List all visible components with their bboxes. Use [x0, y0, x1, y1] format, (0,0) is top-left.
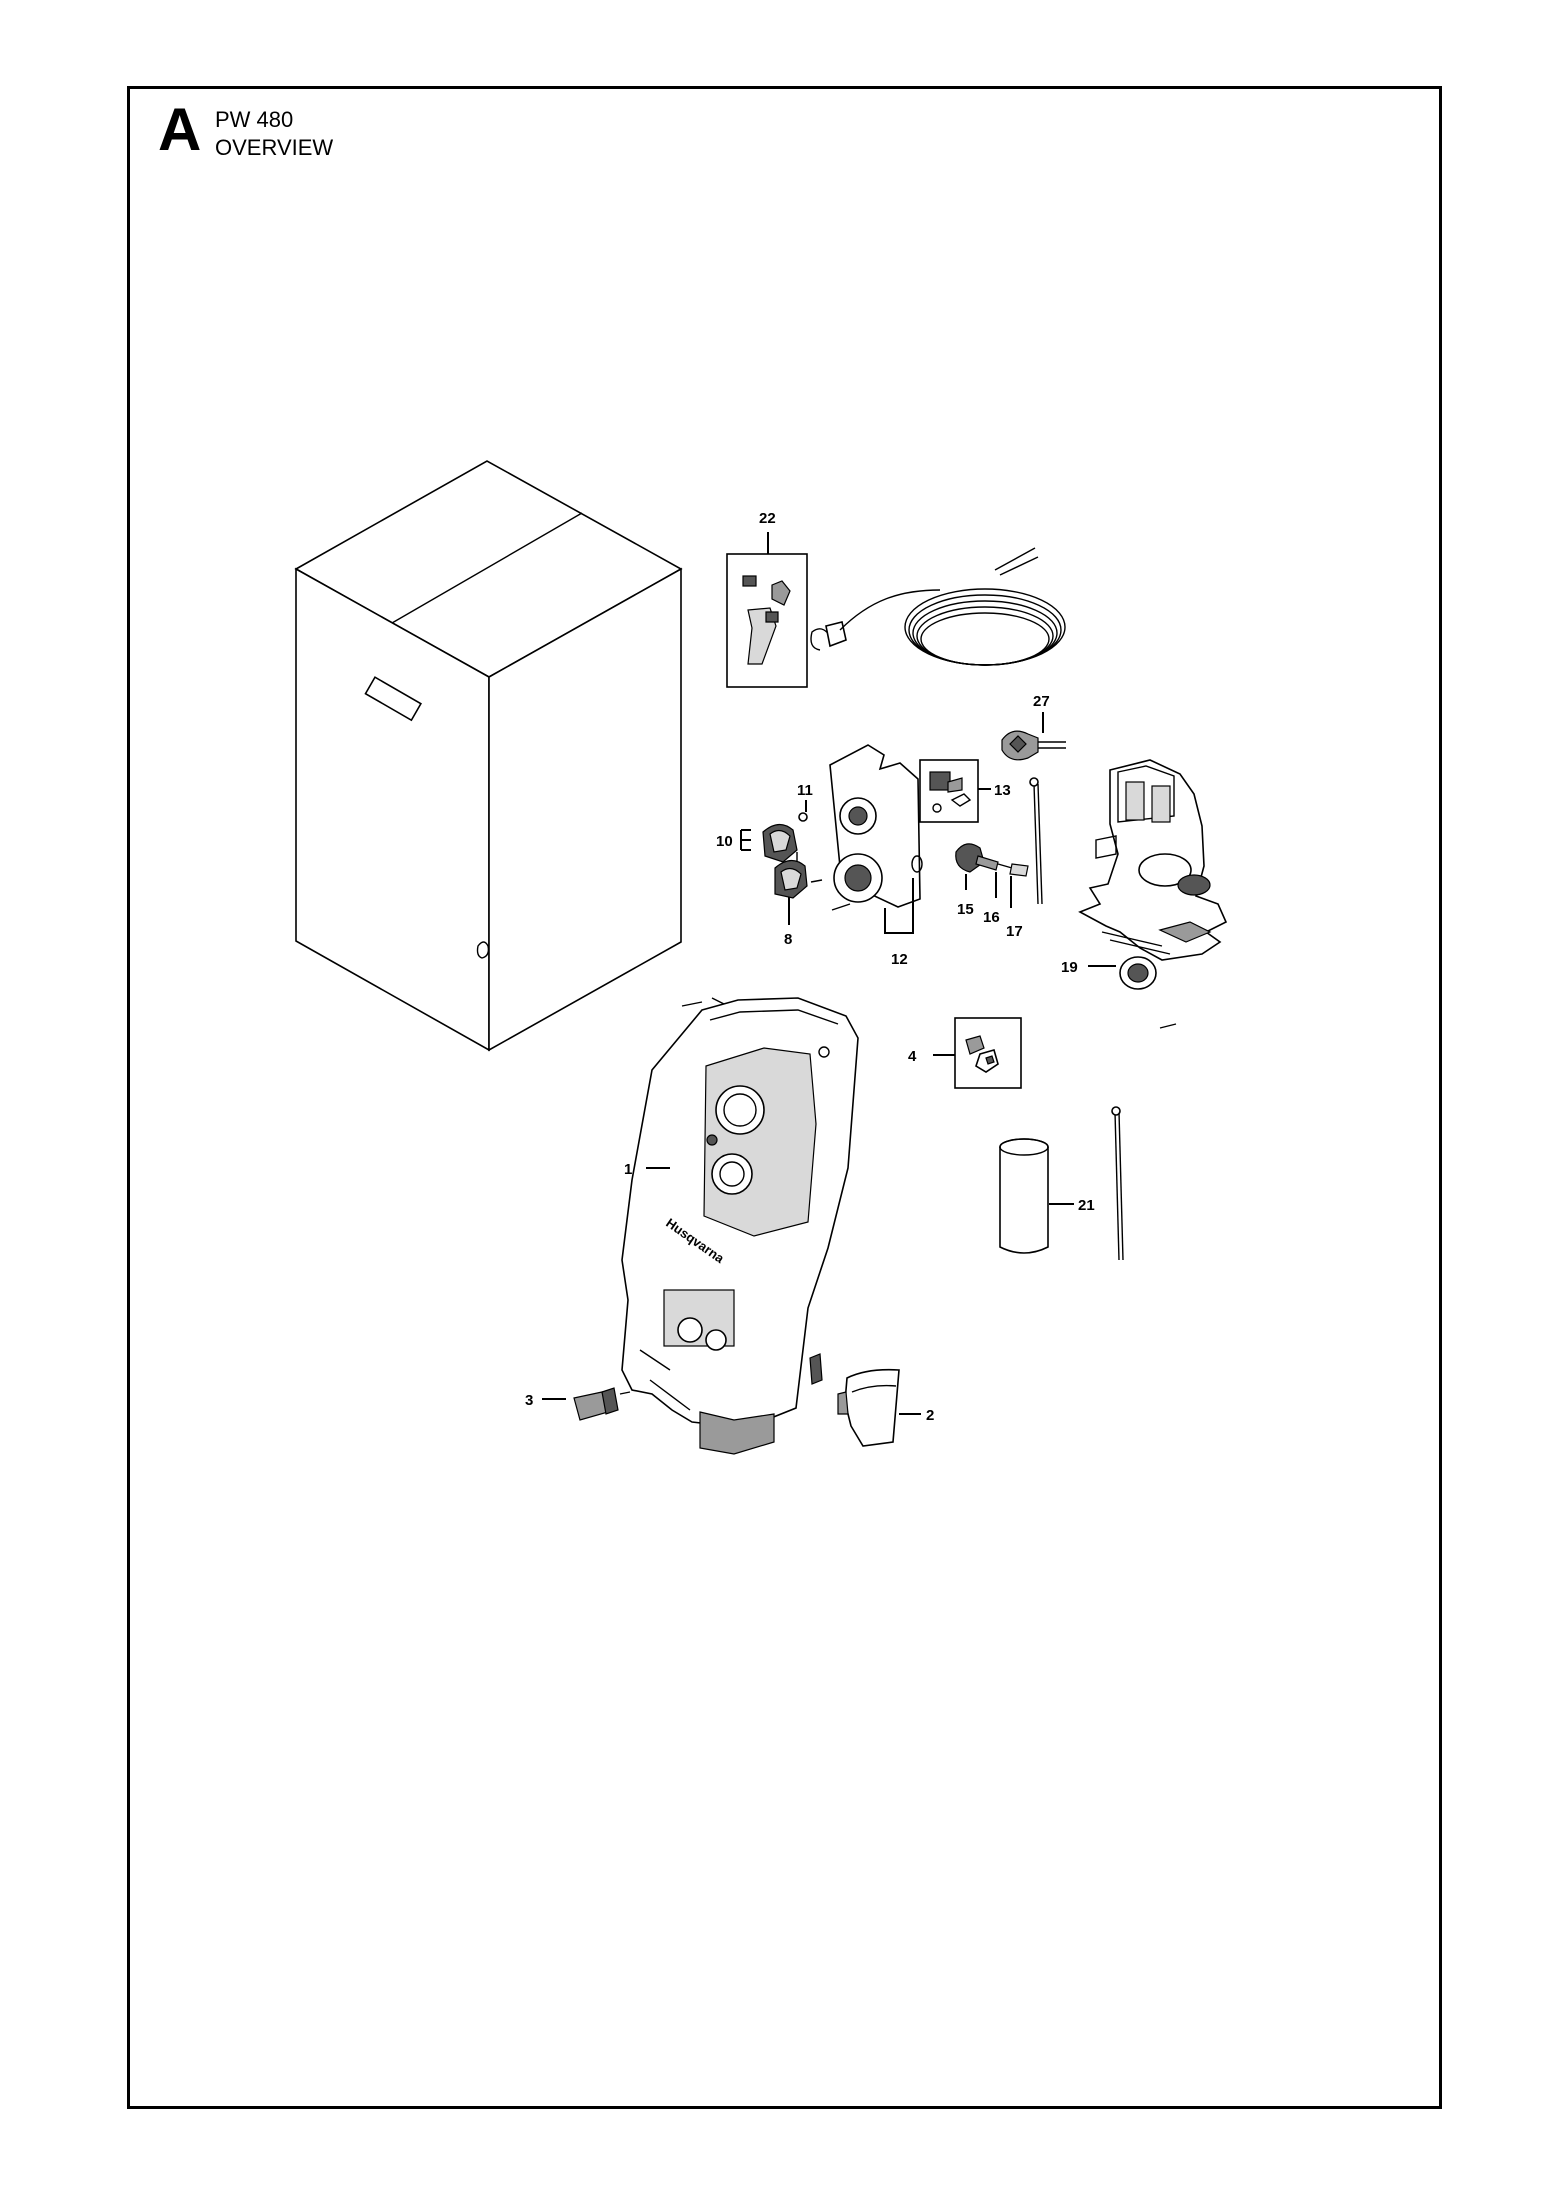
hose-connector — [573, 1387, 631, 1421]
tube-and-tie — [999, 1106, 1124, 1261]
packaging-box — [294, 460, 683, 1052]
callout-17: 17 — [1006, 923, 1023, 940]
callout-19: 19 — [1061, 959, 1078, 976]
callout-21: 21 — [1078, 1197, 1095, 1214]
callout-27: 27 — [1033, 693, 1050, 710]
cable-parts — [955, 777, 1043, 905]
page-frame — [127, 86, 1442, 2109]
control-panel-assembly — [762, 744, 923, 911]
callout-12: 12 — [891, 951, 908, 968]
section-title: OVERVIEW — [215, 135, 334, 160]
callout-16: 16 — [983, 909, 1000, 926]
callout-8: 8 — [784, 931, 792, 948]
hand-symbol-icon — [476, 941, 490, 959]
main-housing: Husqvarna — [621, 997, 859, 1455]
callout-10: 10 — [716, 833, 733, 850]
clip-kit — [954, 1017, 1022, 1089]
callout-11: 11 — [797, 782, 813, 799]
diagram-title: PW 480 OVERVIEW — [215, 106, 333, 162]
callout-2: 2 — [926, 1407, 934, 1424]
part-27-assembly — [1001, 730, 1066, 761]
model-name: PW 480 — [215, 107, 294, 132]
callout-22: 22 — [759, 510, 776, 527]
callout-3: 3 — [525, 1392, 533, 1409]
callout-4: 4 — [908, 1048, 917, 1065]
nozzle-holder — [837, 1368, 900, 1447]
pump-housing — [1078, 759, 1228, 1029]
callout-15: 15 — [957, 901, 974, 918]
callout-1: 1 — [624, 1161, 632, 1178]
callout-13: 13 — [994, 782, 1011, 799]
leader-lines — [542, 532, 1116, 1415]
power-cable-kit — [726, 547, 1066, 688]
section-letter: A — [158, 96, 202, 163]
switch-assembly — [919, 759, 979, 823]
